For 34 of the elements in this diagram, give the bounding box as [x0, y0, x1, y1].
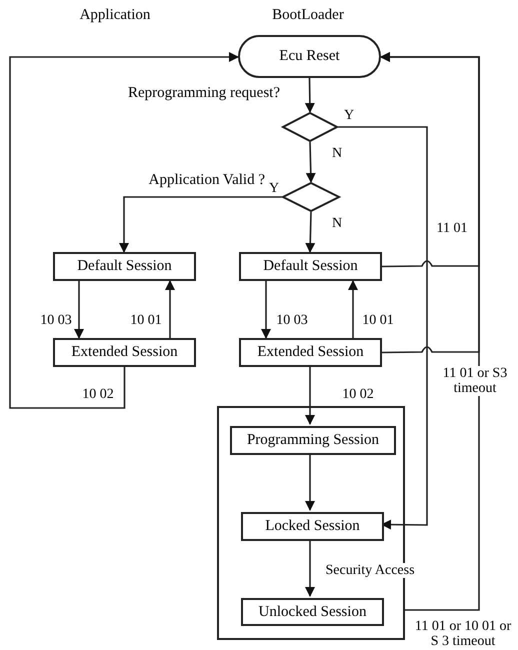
arrow [261, 281, 271, 339]
arrow [305, 453, 315, 511]
state-box [241, 512, 384, 541]
arrow [304, 78, 315, 113]
node-label: Default Session [263, 257, 358, 276]
node-label: Extended Session [257, 343, 364, 362]
column-heading: BootLoader [271, 6, 345, 25]
state-box [53, 338, 196, 367]
node-label: Locked Session [265, 517, 360, 536]
arrow [348, 280, 358, 338]
arrow [338, 126, 428, 530]
node-label: Programming Session [246, 431, 380, 450]
state-box [230, 426, 396, 455]
state-box [239, 252, 382, 281]
terminal-pill [238, 35, 381, 78]
arrow [305, 539, 315, 597]
decision-diamond [282, 112, 338, 142]
node-label: Unlocked Session [258, 602, 366, 622]
node-label: Ecu Reset [279, 47, 340, 66]
arrow [305, 367, 315, 425]
arrow [306, 142, 316, 183]
arrow [9, 52, 239, 409]
arrow [305, 212, 316, 253]
column-heading: Application [78, 6, 152, 25]
node-label: Extended Session [71, 343, 178, 362]
arrow [74, 281, 84, 339]
node-label: Default Session [77, 257, 172, 276]
arrow [165, 280, 175, 338]
arrow [380, 52, 480, 611]
state-box [53, 252, 196, 281]
decision-diamond [282, 182, 340, 212]
state-box [239, 338, 382, 367]
state-box [241, 598, 384, 626]
arrow [119, 196, 282, 253]
